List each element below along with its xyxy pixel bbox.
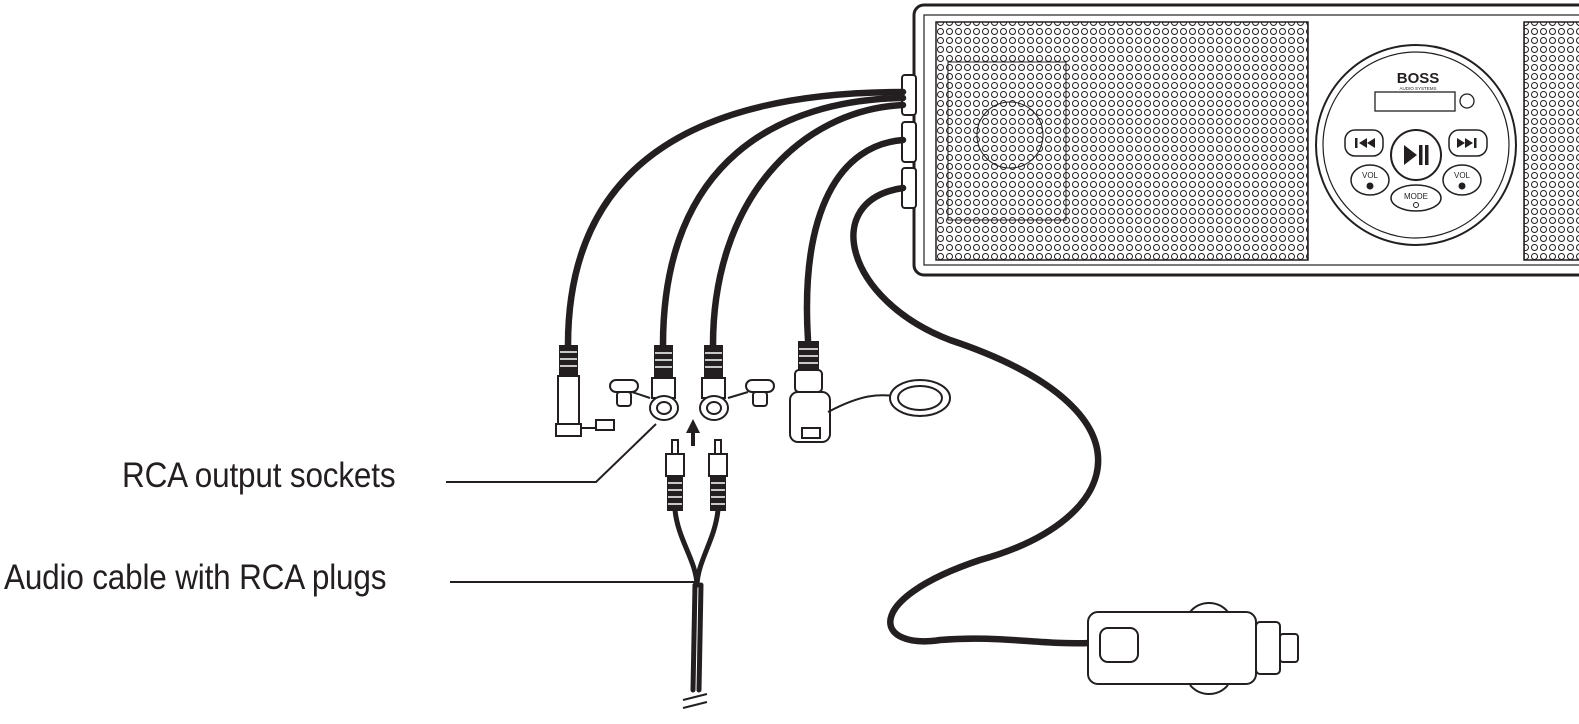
prev-icon	[1355, 138, 1358, 148]
rca-output-sockets	[609, 345, 775, 421]
usb-connector	[789, 341, 951, 443]
arrow-up-icon	[686, 419, 700, 446]
rca-audio-plugs	[665, 439, 728, 511]
next-icon	[1457, 138, 1465, 148]
mode-button[interactable]: MODE	[1390, 184, 1442, 212]
plus-icon	[1458, 182, 1466, 190]
play-pause-button[interactable]	[1390, 129, 1442, 181]
rca-cable-right	[709, 101, 907, 349]
prev-track-button[interactable]	[1344, 129, 1384, 157]
volume-up-button[interactable]: VOL	[1442, 164, 1482, 196]
power-cable	[564, 88, 907, 349]
lighter-cable	[850, 184, 1102, 647]
ir-sensor	[1459, 93, 1475, 109]
cable-break-mark	[682, 693, 708, 709]
rca-output-sockets-label: RCA output sockets	[122, 456, 396, 495]
usb-cable	[803, 136, 907, 344]
left-speaker-grille	[935, 21, 1309, 261]
minus-icon	[1366, 182, 1374, 190]
control-panel: VOL VOL MODE BOSS AUDIO SYSTEMS	[1315, 44, 1517, 246]
right-speaker-grille	[1523, 21, 1579, 261]
next-track-button[interactable]	[1448, 129, 1488, 157]
brand-subtitle: AUDIO SYSTEMS	[1399, 86, 1436, 91]
lighter-plug	[1087, 602, 1299, 695]
play-pause-icon	[1404, 145, 1417, 165]
vol-up-label: VOL	[1454, 171, 1471, 180]
volume-down-button[interactable]: VOL	[1350, 164, 1390, 196]
power-icon	[1413, 202, 1419, 208]
brand-logo: BOSS	[1397, 70, 1440, 87]
audio-cable-label: Audio cable with RCA plugs	[4, 558, 387, 597]
vol-down-label: VOL	[1362, 171, 1379, 180]
display-window	[1374, 91, 1456, 112]
rca-cable-left	[659, 94, 907, 349]
callout-leaders	[446, 423, 696, 583]
usb-port-icon	[801, 427, 821, 439]
cables	[564, 88, 1102, 647]
audio-cable	[672, 507, 721, 693]
power-connector	[555, 345, 615, 437]
mode-label: MODE	[1404, 192, 1428, 201]
